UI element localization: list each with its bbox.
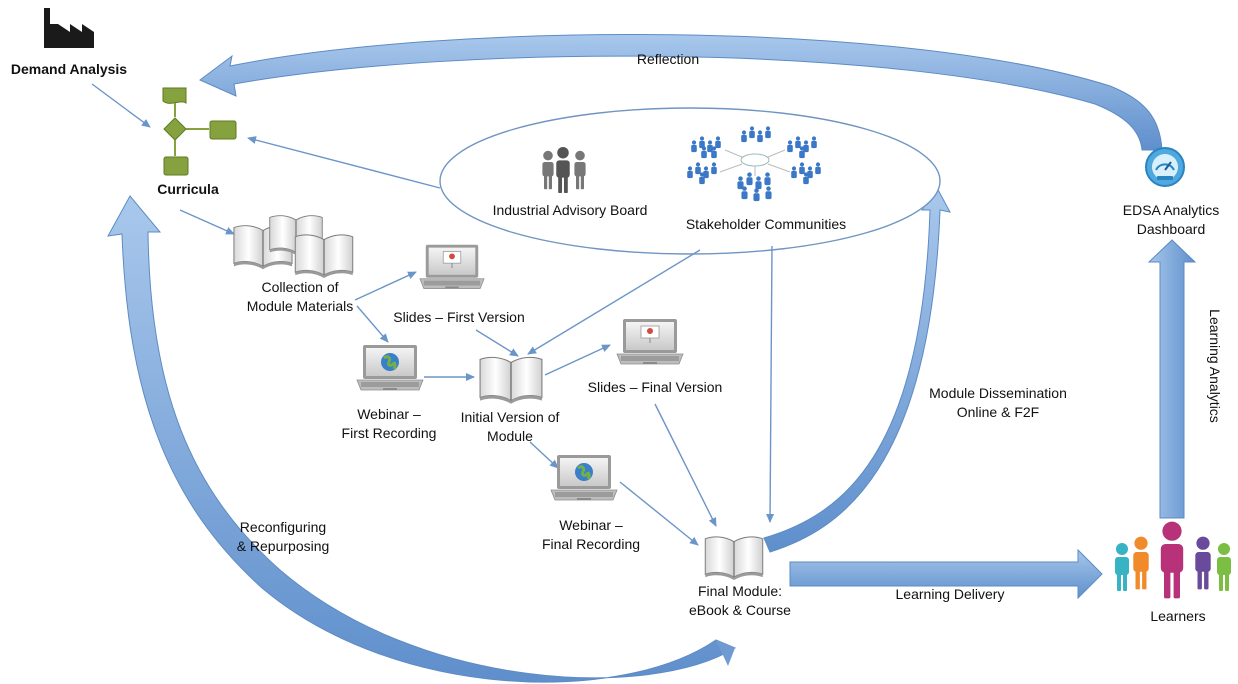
edsa-dashboard-label-line1: EDSA Analytics xyxy=(1122,202,1220,218)
webinar-first-label-line2: First Recording xyxy=(341,425,437,441)
initial-version-label-line2: Module xyxy=(487,428,533,444)
learning-delivery-arrow xyxy=(789,548,1103,600)
webinar-first-label-line1: Webinar – xyxy=(357,406,421,422)
collection-label-line2: Module Materials xyxy=(246,298,354,314)
learning-delivery-label: Learning Delivery xyxy=(895,586,1005,602)
reflection-label: Reflection xyxy=(636,51,700,67)
dissemination-label-line1: Module Dissemination xyxy=(929,385,1067,401)
laptop-presentation-icon xyxy=(419,244,485,289)
connector-arrows xyxy=(91,83,775,546)
laptop-globe-icon xyxy=(549,454,619,502)
laptop-presentation-icon xyxy=(616,318,684,365)
learning-analytics-arrow xyxy=(1147,239,1197,519)
learners-icon xyxy=(1115,521,1231,599)
learners-label: Learners xyxy=(1150,608,1206,624)
dashboard-gauge-icon xyxy=(1145,147,1185,187)
final-module-label-line1: Final Module: xyxy=(697,583,783,599)
curricula-label: Curricula xyxy=(157,181,219,197)
reflection-arrow xyxy=(199,33,1163,151)
collection-label-line1: Collection of xyxy=(261,279,339,295)
slides-final-label: Slides – Final Version xyxy=(587,379,723,395)
dissemination-label-line2: Online & F2F xyxy=(956,404,1040,420)
open-book-icon xyxy=(704,536,764,580)
reconfiguring-label-line1: Reconfiguring xyxy=(239,519,327,535)
webinar-final-label-line2: Final Recording xyxy=(541,536,641,552)
laptop-globe-icon xyxy=(355,344,425,392)
books-collection-icon xyxy=(233,215,354,278)
slides-first-label: Slides – First Version xyxy=(393,309,525,325)
demand-analysis-label: Demand Analysis xyxy=(10,61,128,77)
people-group-icon xyxy=(542,146,586,194)
initial-version-label-line1: Initial Version of xyxy=(460,409,560,425)
reconfiguring-arrow xyxy=(107,195,737,683)
final-module-label-line2: eBook & Course xyxy=(689,602,791,618)
reconfiguring-label-line2: & Repurposing xyxy=(236,538,330,554)
webinar-final-label-line1: Webinar – xyxy=(559,517,623,533)
flowchart-icon xyxy=(162,87,237,176)
edsa-dashboard-label-line2: Dashboard xyxy=(1136,221,1206,237)
community-network-icon xyxy=(687,126,821,202)
factory-icon xyxy=(44,8,94,48)
learning-analytics-label: Learning Analytics xyxy=(1207,309,1223,423)
open-book-icon xyxy=(479,356,543,404)
stakeholder-communities-label: Stakeholder Communities xyxy=(685,216,847,232)
industrial-advisory-board-label: Industrial Advisory Board xyxy=(492,202,648,218)
